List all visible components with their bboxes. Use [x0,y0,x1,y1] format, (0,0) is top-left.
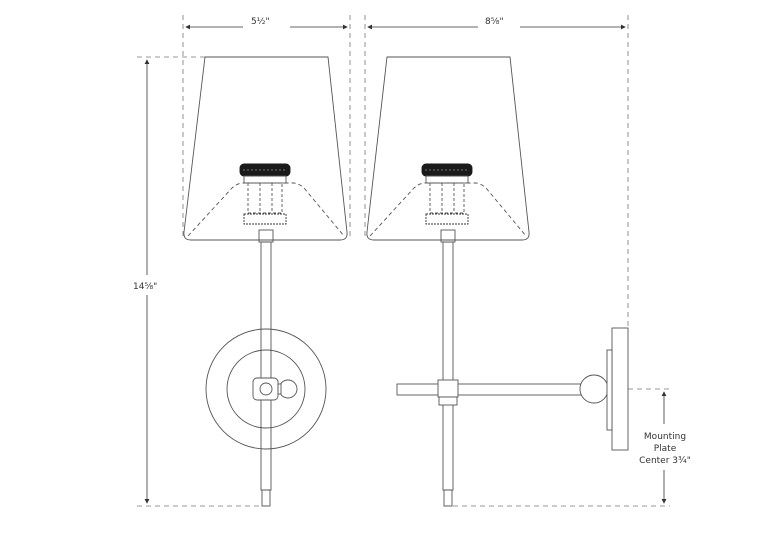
front-width-label: 5½" [248,17,273,28]
mounting-plate-center-label: Mounting Plate Center 3¾" [636,428,694,470]
side-depth-label: 8⅝" [482,17,507,28]
side-view [366,56,629,507]
overall-height-label: 14⅝" [133,280,158,295]
extension-lines [137,15,672,507]
side-wall-plate [611,327,629,451]
mounting-plate-line3: Center 3¾" [639,456,691,466]
front-view [183,56,348,507]
front-backplate-inner [226,349,306,429]
mounting-plate-line1: Mounting [643,432,687,442]
mounting-plate-line2: Plate [653,444,677,454]
front-backplate-outer [205,328,327,450]
side-shade [366,56,530,241]
front-stem [260,241,272,491]
dimension-arrows [144,24,667,504]
side-stem [442,241,454,491]
side-arm [396,383,584,396]
front-shade [183,56,348,241]
